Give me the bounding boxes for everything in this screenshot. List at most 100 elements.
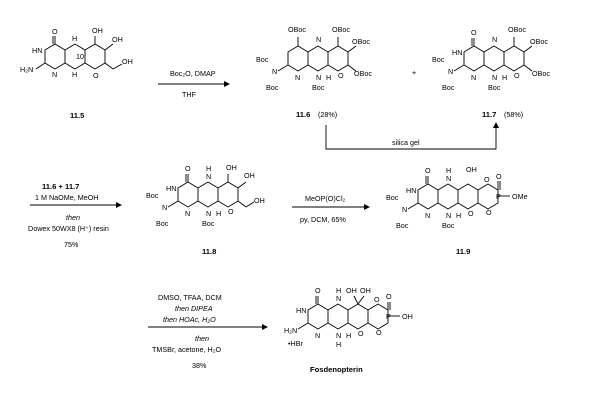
then-text: then xyxy=(66,213,80,222)
atom-n: N xyxy=(446,174,451,183)
atom-h2n: H₂N xyxy=(284,326,297,335)
atom-h: H xyxy=(502,73,507,82)
reagent-text: TMSBr, acetone, H₂O xyxy=(152,345,222,354)
atom-o: O xyxy=(52,27,58,36)
atom-n: N xyxy=(162,203,167,212)
reagent-text: Boc₂O, DMAP xyxy=(170,69,216,78)
atom-boc: Boc xyxy=(256,55,269,64)
atom-o: O xyxy=(93,71,99,80)
atom-o: O xyxy=(374,295,380,304)
atom-boc: Boc xyxy=(202,219,215,228)
atom-boc: Boc xyxy=(488,83,501,92)
yield-11-6: (28%) xyxy=(318,110,337,119)
label-11-6: 11.6 xyxy=(296,110,310,119)
atom-o: O xyxy=(496,172,502,181)
atom-oh: OH xyxy=(254,196,265,205)
atom-h: H xyxy=(456,211,461,220)
reagent-text: Dowex 50WX8 (H⁺) resin xyxy=(28,224,109,233)
atom-n: N xyxy=(316,73,321,82)
atom-n: N xyxy=(272,67,277,76)
atom-n: N xyxy=(471,73,476,82)
atom-boc: Boc xyxy=(442,221,455,230)
atom-p: P xyxy=(386,312,391,321)
label-11-8: 11.8 xyxy=(202,247,216,256)
atom-ho: OH xyxy=(346,286,357,295)
molecule-11-5: O HN H₂N N H H 10 OH OH O OH xyxy=(20,26,133,80)
reagent-text: 11.6 + 11.7 xyxy=(42,182,79,191)
atom-boc: Boc xyxy=(312,83,325,92)
atom-oh: OH xyxy=(122,57,133,66)
atom-o: O xyxy=(386,292,392,301)
reagent-text: then DIPEA xyxy=(175,304,213,313)
atom-boc: Boc xyxy=(442,83,455,92)
label-11-7: 11.7 xyxy=(482,110,496,119)
atom-n: N xyxy=(316,35,321,44)
atom-hn: HN xyxy=(406,186,416,195)
label-11-9: 11.9 xyxy=(456,247,470,256)
atom-n: N xyxy=(185,209,190,218)
atom-oboc: OBoc xyxy=(532,69,550,78)
silica-gel-text: silica gel xyxy=(392,138,420,147)
atom-boc: Boc xyxy=(432,55,445,64)
atom-oh: OH xyxy=(402,312,413,321)
atom-o: O xyxy=(471,28,477,37)
atom-n: N xyxy=(402,205,407,214)
atom-n: N xyxy=(52,70,57,79)
atom-boc: Boc xyxy=(156,219,169,228)
atom-hn: HN xyxy=(166,184,176,193)
molecule-11-9: O HN N H OH O O P OMe O Boc N Boc N N H … xyxy=(386,165,528,230)
atom-oboc: OBoc xyxy=(288,25,306,34)
atom-oboc: OBoc xyxy=(508,25,526,34)
atom-oh: OH xyxy=(244,171,255,180)
atom-n: N xyxy=(206,172,211,181)
reagent-text: py, DCM, 65% xyxy=(300,215,346,224)
atom-n: N xyxy=(425,211,430,220)
atom-n: N xyxy=(336,331,341,340)
atom-h: H xyxy=(72,34,77,43)
atom-h: H xyxy=(72,70,77,79)
atom-n: N xyxy=(336,294,341,303)
atom-n: N xyxy=(492,35,497,44)
atom-oh: OH xyxy=(92,26,103,35)
atom-p: P xyxy=(496,192,501,201)
atom-h: H xyxy=(216,209,221,218)
hbr-salt: •HBr xyxy=(288,339,304,348)
atom-oboc: OBoc xyxy=(354,69,372,78)
atom-o: O xyxy=(228,207,234,216)
atom-o: O xyxy=(338,71,344,80)
silica-arrow xyxy=(325,125,497,150)
atom-oh: OH xyxy=(112,35,123,44)
atom-o: O xyxy=(514,71,520,80)
atom-oboc: OBoc xyxy=(530,37,548,46)
atom-n: N xyxy=(295,73,300,82)
then-text: then xyxy=(195,334,209,343)
atom-boc: Boc xyxy=(396,221,409,230)
molecule-11-7: O HN N OBoc OBoc OBoc Boc N Boc N N H O … xyxy=(432,25,550,92)
yield-text: 75% xyxy=(64,240,79,249)
atom-o: O xyxy=(185,164,191,173)
atom-boc: Boc xyxy=(146,191,159,200)
atom-h: H xyxy=(336,286,341,295)
atom-o: O xyxy=(376,328,382,337)
atom-n: N xyxy=(315,331,320,340)
label-11-5: 11.5 xyxy=(70,111,85,120)
atom-oboc: OBoc xyxy=(352,37,370,46)
atom-oh: OH xyxy=(226,163,237,172)
yield-text: 38% xyxy=(192,361,207,370)
reagent-text: DMSO, TFAA, DCM xyxy=(158,293,222,302)
position-10: 10 xyxy=(76,52,84,61)
atom-o: O xyxy=(486,208,492,217)
atom-hn: HN xyxy=(32,46,42,55)
plus-sign: + xyxy=(412,68,416,77)
label-fosdenopterin: Fosdenopterin xyxy=(310,365,363,374)
atom-boc: Boc xyxy=(266,83,279,92)
atom-o: O xyxy=(358,329,364,338)
molecule-fosdenopterin: O HN H₂N •HBr N H OH OH O O P OH O N N H… xyxy=(284,286,413,349)
atom-o: O xyxy=(484,175,490,184)
atom-o: O xyxy=(315,286,321,295)
atom-o: O xyxy=(425,166,431,175)
atom-oboc: OBoc xyxy=(332,25,350,34)
atom-h: H xyxy=(346,331,351,340)
molecule-11-6: OBoc N OBoc OBoc OBoc Boc N Boc N N H O … xyxy=(256,25,372,92)
